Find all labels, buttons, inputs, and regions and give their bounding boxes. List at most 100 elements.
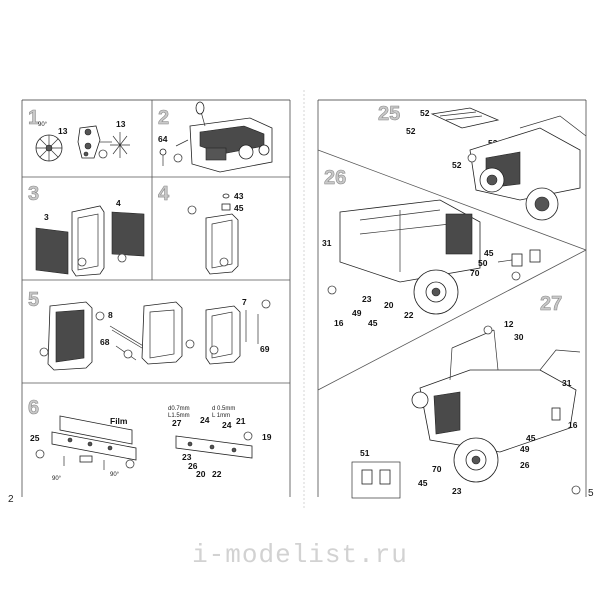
step-number: 2 [158,107,169,129]
radiator-frame-part [71,205,105,277]
step-27: 27 12 30 31 16 45 49 26 51 70 45 23 [351,293,581,499]
glue-icon [123,349,133,359]
pulley-bracket-part [77,125,101,159]
bumper-right [175,435,253,459]
part-label: 23 [362,294,372,304]
glue-icon [261,299,271,309]
dimension-note: d0.7mm [168,406,190,412]
glue-icon [219,257,229,267]
step-number: 26 [324,167,346,189]
plate-part [79,455,93,463]
engine-assembly [175,101,273,173]
film-label: Film [110,416,128,426]
angle-note: 90° [38,122,48,128]
step-5: 5 8 68 7 69 [28,289,271,371]
dimension-note: L 1mm [212,413,230,419]
part-label: 16 [334,318,344,328]
glue-icon [511,271,521,281]
angle-note: 90° [110,472,120,478]
part-label: 31 [562,378,572,388]
part-label: 30 [514,332,524,342]
part-label: 8 [108,310,113,320]
step-6: 6 Film 25 90° 90° d0.7mm L1.5mm d 0.5mm … [28,397,272,482]
part-label: 64 [158,134,168,144]
right-page [317,99,587,497]
part-label: 69 [260,344,270,354]
bumper-left [51,415,137,461]
glue-icon [467,153,477,163]
part-label: 70 [432,464,442,474]
step-2: 2 64 [158,101,273,173]
part-label: 20 [196,469,206,479]
step-number: 6 [28,397,39,419]
glue-icon [571,485,581,495]
step-25: 25 52 52 52 52 [378,103,587,221]
part-label: 12 [504,319,514,329]
glue-icon [39,347,49,357]
part-label: 49 [520,444,530,454]
dipstick-part [159,148,167,166]
step-number: 4 [158,183,170,205]
radiator-assembled [47,301,93,371]
radiator-with-rods [141,301,183,365]
step-number: 5 [28,289,39,311]
step-4: 4 43 45 [158,183,244,275]
glue-icon [187,205,197,215]
part-label: 52 [420,108,430,118]
part-label: 68 [100,337,110,347]
part-label: 51 [360,448,370,458]
glue-icon [209,345,219,355]
part-label: 43 [234,191,244,201]
small-fitting-part [497,249,541,267]
radiator-shell-side [205,305,241,365]
pin-part [63,456,105,470]
part-label: 45 [234,203,244,213]
glue-icon [185,339,195,349]
part-label: 50 [478,258,488,268]
glue-icon [483,325,493,335]
part-label: 16 [568,420,578,430]
page-number-left: 2 [8,494,14,505]
step-number: 27 [540,293,562,315]
part-label: 31 [322,238,332,248]
radiator-grille-part [35,227,69,275]
vehicle-front-assembly [469,115,587,221]
glue-icon [125,459,135,469]
left-page [21,99,291,497]
part-label: 26 [188,461,198,471]
small-fitting-part [551,407,561,421]
part-label: 49 [352,308,362,318]
step-number: 1 [28,107,39,129]
part-label: 45 [526,433,536,443]
rod-part [245,310,259,344]
part-label: 45 [418,478,428,488]
part-label: 19 [262,432,272,442]
glue-icon [117,253,127,263]
part-label: 25 [30,433,40,443]
watermark-text: i-modelist.ru [192,540,408,570]
radiator-shell-part [205,213,239,275]
dimension-note: d 0.5mm [212,406,235,412]
vehicle-full-assembly [411,329,581,483]
radiator-mesh-part [111,211,145,257]
part-label: 23 [182,452,192,462]
part-label: 20 [384,300,394,310]
step-number: 3 [28,183,39,205]
part-label: 70 [470,268,480,278]
angle-note: 90° [52,476,62,482]
neck-part [221,203,231,211]
part-label: 3 [44,212,49,222]
fan-blade-part [110,132,130,158]
glue-icon [243,431,253,441]
page-number-right: 5 [588,488,594,499]
part-label: 4 [116,198,121,208]
step-1: 1 90° 13 13 [28,107,130,162]
part-label: 23 [452,486,462,496]
part-label: 45 [484,248,494,258]
step-3: 3 3 4 [28,183,145,277]
part-label: 26 [520,460,530,470]
cap-part [222,193,230,199]
part-label: 21 [236,416,246,426]
glue-icon [77,257,87,267]
